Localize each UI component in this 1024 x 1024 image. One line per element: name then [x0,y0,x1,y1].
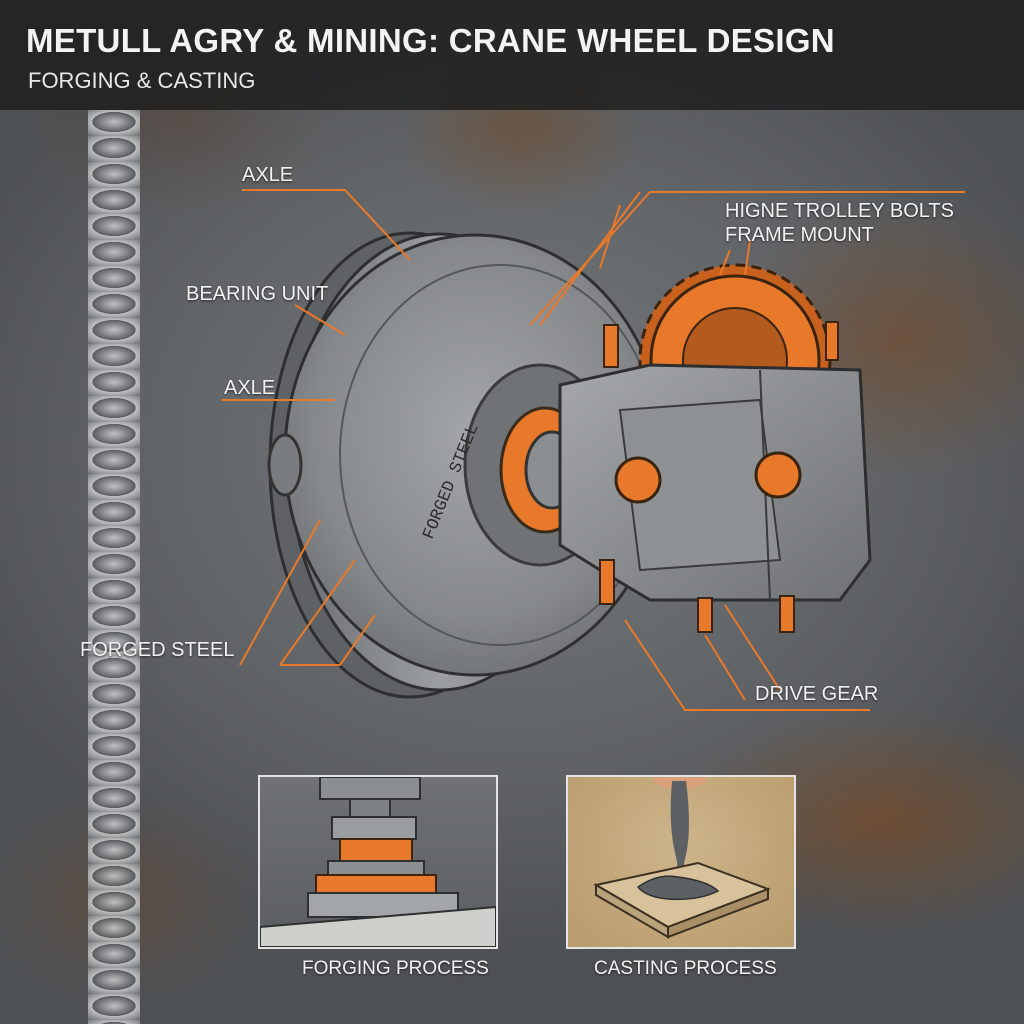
block-bolt-right [754,451,802,499]
forging-press-illustration [260,777,496,947]
bearing-block [558,321,872,633]
callout-axle-mid: AXLE [224,377,276,399]
callout-trolley-bolts: HIGNE TROLLEY BOLTS [725,200,954,222]
leader-frame-mount-2 [744,239,751,276]
stud-bottom-2 [697,597,713,633]
weld-seam [88,110,140,1024]
leader-forged-steel-1 [239,519,321,666]
block-bolt-left [614,456,662,504]
casting-caption: CASTING PROCESS [594,958,777,979]
callout-frame-mount: FRAME MOUNT [725,224,874,246]
leader-trolley-1 [529,191,965,326]
callout-forged-steel: FORGED STEEL [80,639,235,661]
callout-drive-gear: DRIVE GEAR [755,683,879,705]
page-title: METULL AGRY & MINING: CRANE WHEEL DESIGN [26,22,835,59]
callout-bearing-unit: BEARING UNIT [186,283,329,305]
leader-trolley-3 [599,204,621,269]
stud-top-left [603,324,619,368]
rear-axle-stub [267,433,303,497]
leader-forged-steel-3 [280,614,376,666]
leader-forged-steel-2 [279,559,356,666]
page-subtitle: FORGING & CASTING [28,68,256,93]
casting-process-inset [566,775,796,949]
stud-bottom-3 [779,595,795,633]
leader-drive-gear-3 [704,634,746,701]
leader-axle-top [242,189,411,261]
forging-caption: FORGING PROCESS [302,958,489,979]
callout-axle-top: AXLE [242,164,294,186]
forging-process-inset [258,775,498,949]
stud-bottom-1 [599,559,615,605]
leader-lines [222,189,965,711]
leader-frame-mount-1 [719,249,731,276]
leader-bearing-unit [294,304,346,336]
title-bar: METULL AGRY & MINING: CRANE WHEEL DESIGN… [0,0,1024,110]
leader-drive-gear-1 [624,619,870,711]
leader-trolley-2 [539,191,641,326]
leader-drive-gear-2 [724,604,781,691]
casting-pour-illustration [593,777,771,939]
stud-top-right [825,321,839,361]
